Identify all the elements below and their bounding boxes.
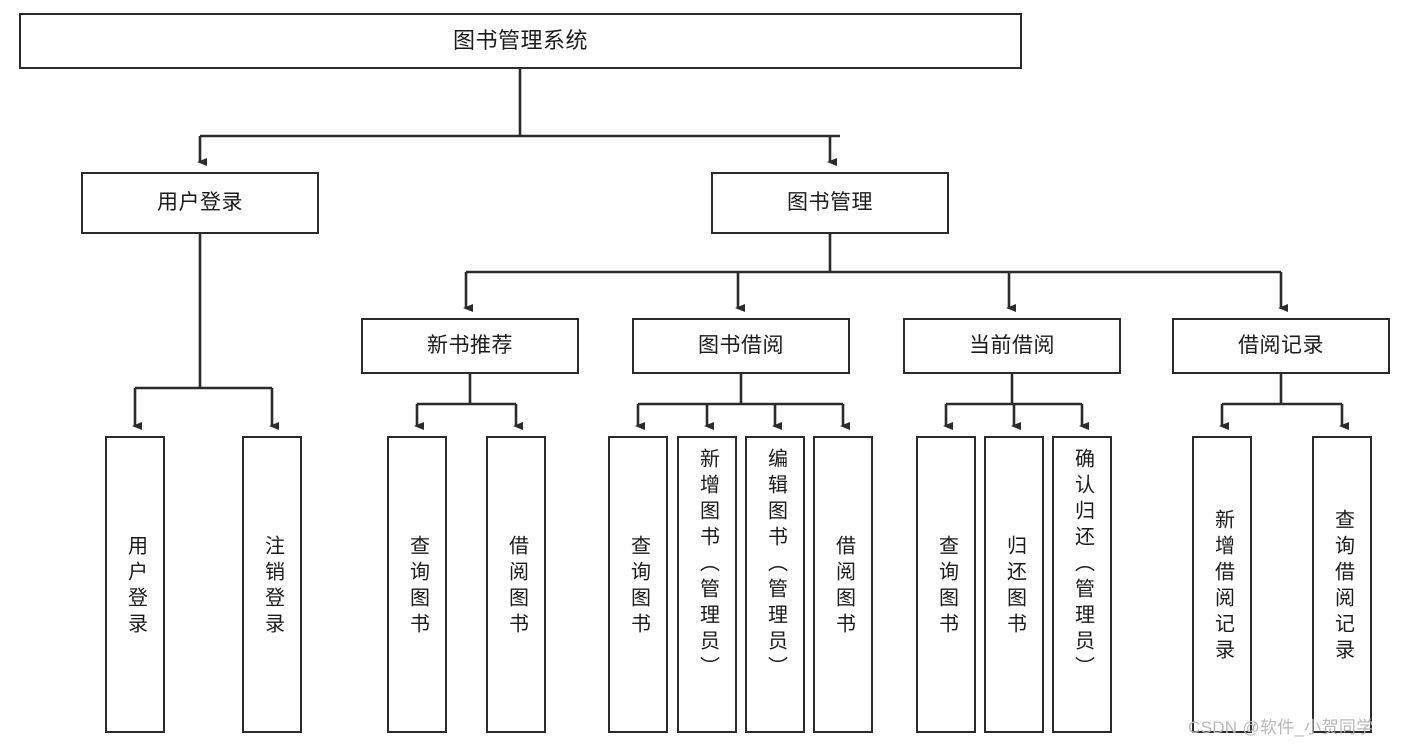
node-leaf-query-book-1-label: 查询图书 [406, 534, 429, 639]
node-leaf-return-book-label: 归还图书 [1003, 534, 1026, 639]
node-leaf-edit-book[interactable]: 编辑图书（管理员） [745, 436, 805, 733]
node-leaf-add-record-label: 新增借阅记录 [1211, 508, 1234, 665]
node-book-borrow-label: 图书借阅 [698, 333, 784, 357]
node-borrow-record[interactable]: 借阅记录 [1172, 318, 1390, 374]
node-user-login-label: 用户登录 [157, 190, 243, 214]
node-root-label: 图书管理系统 [452, 28, 588, 54]
node-book-manage-label: 图书管理 [787, 190, 873, 214]
node-new-book-recommend[interactable]: 新书推荐 [361, 318, 579, 374]
node-leaf-confirm-return-label: 确认归还（管理员） [1071, 448, 1094, 682]
node-leaf-query-record[interactable]: 查询借阅记录 [1312, 436, 1372, 733]
node-leaf-confirm-return[interactable]: 确认归还（管理员） [1052, 436, 1112, 733]
node-leaf-borrow-book-2-label: 借阅图书 [832, 534, 855, 639]
node-leaf-user-logout[interactable]: 注销登录 [242, 436, 302, 733]
node-leaf-user-login-label: 用户登录 [124, 534, 147, 639]
node-leaf-query-book-2[interactable]: 查询图书 [608, 436, 668, 733]
node-leaf-query-book-3-label: 查询图书 [935, 534, 958, 639]
node-borrow-record-label: 借阅记录 [1238, 333, 1324, 357]
node-new-book-recommend-label: 新书推荐 [427, 333, 513, 357]
node-leaf-edit-book-label: 编辑图书（管理员） [764, 448, 787, 682]
node-leaf-borrow-book-2[interactable]: 借阅图书 [813, 436, 873, 733]
watermark-text: CSDN @软件_小贺同学 [1188, 718, 1374, 737]
node-current-borrow[interactable]: 当前借阅 [903, 318, 1121, 374]
node-root[interactable]: 图书管理系统 [19, 13, 1022, 69]
node-leaf-query-book-3[interactable]: 查询图书 [916, 436, 976, 733]
node-current-borrow-label: 当前借阅 [969, 333, 1055, 357]
node-leaf-query-book-1[interactable]: 查询图书 [387, 436, 447, 733]
node-book-manage[interactable]: 图书管理 [711, 172, 949, 234]
node-leaf-user-logout-label: 注销登录 [261, 534, 284, 639]
node-leaf-borrow-book-1[interactable]: 借阅图书 [486, 436, 546, 733]
node-leaf-add-book[interactable]: 新增图书（管理员） [677, 436, 737, 733]
node-leaf-user-login[interactable]: 用户登录 [105, 436, 165, 733]
node-leaf-borrow-book-1-label: 借阅图书 [505, 534, 528, 639]
node-user-login[interactable]: 用户登录 [81, 172, 319, 234]
node-leaf-return-book[interactable]: 归还图书 [984, 436, 1044, 733]
node-book-borrow[interactable]: 图书借阅 [632, 318, 850, 374]
node-leaf-add-book-label: 新增图书（管理员） [696, 448, 719, 682]
node-leaf-add-record[interactable]: 新增借阅记录 [1192, 436, 1252, 733]
node-leaf-query-record-label: 查询借阅记录 [1331, 508, 1354, 665]
node-leaf-query-book-2-label: 查询图书 [627, 534, 650, 639]
